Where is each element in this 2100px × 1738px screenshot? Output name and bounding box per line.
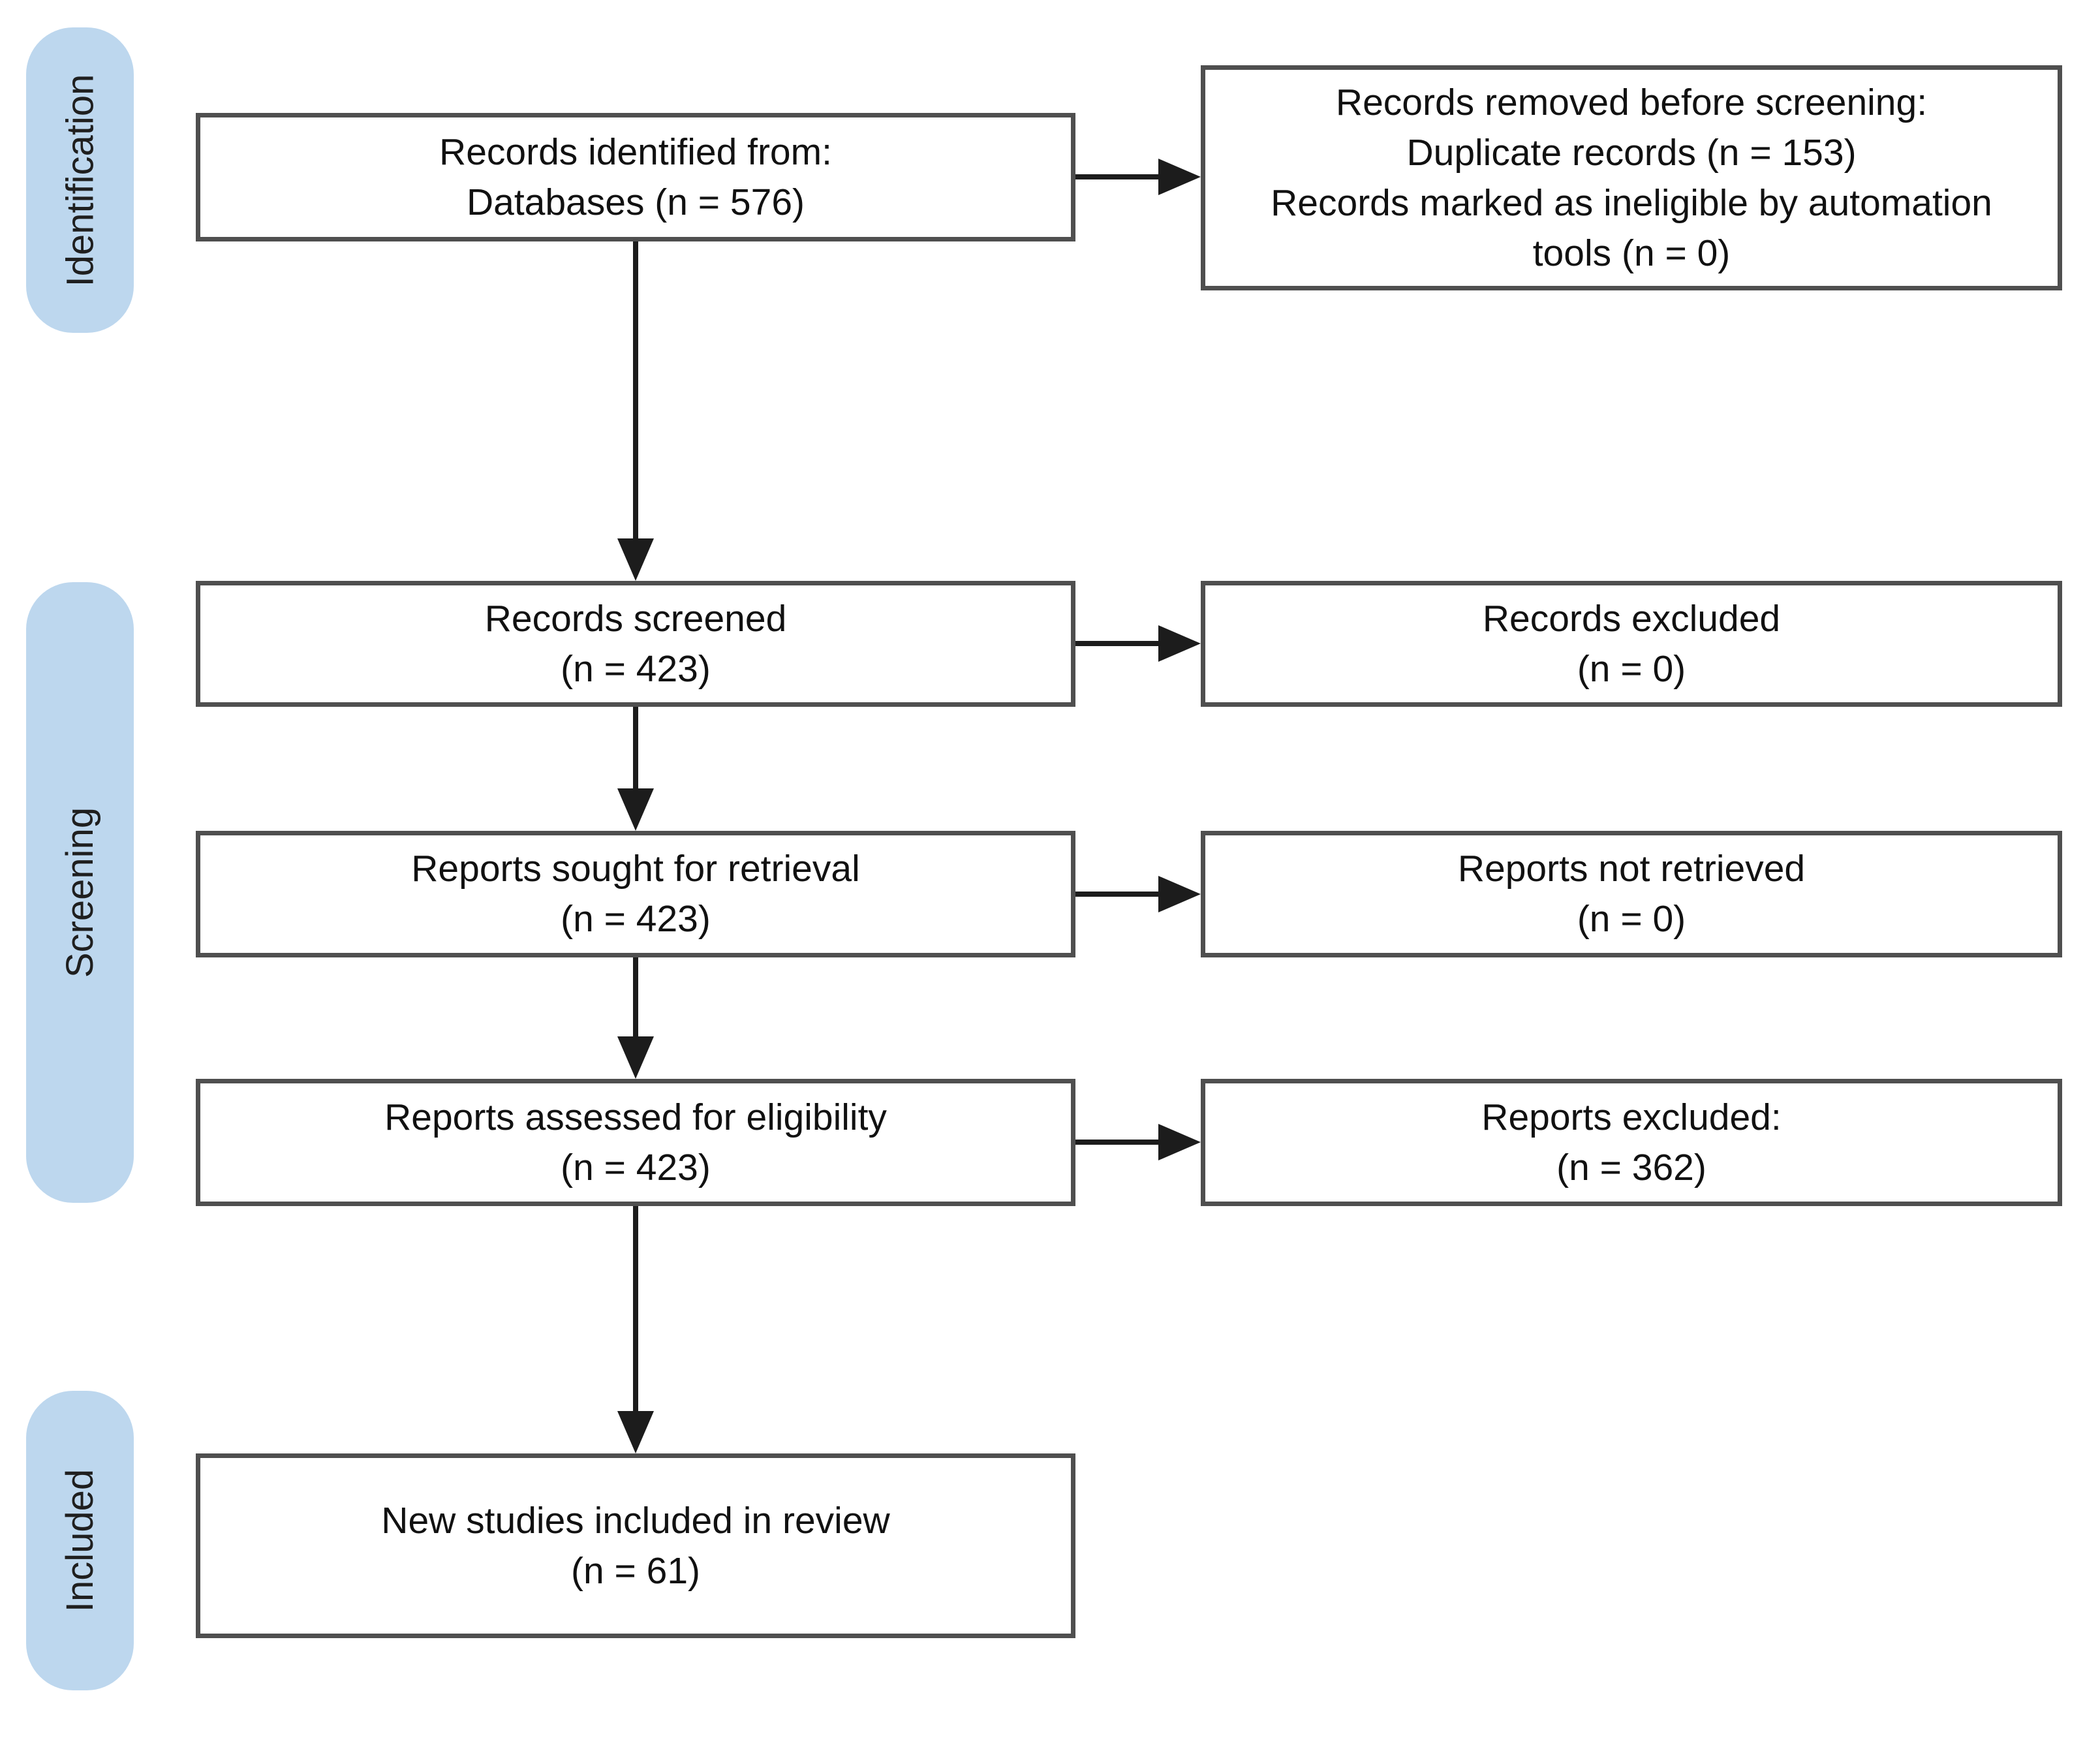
box-text-line: (n = 423) xyxy=(561,898,711,940)
box-text-line: Records removed before screening: xyxy=(1335,81,1928,123)
stage-pill-included: Included xyxy=(26,1391,134,1690)
arrow-head xyxy=(617,538,654,581)
stage-label-identification: Identification xyxy=(59,74,101,287)
box-text-line: New studies included in review xyxy=(381,1499,890,1542)
stage-label-included: Included xyxy=(59,1468,102,1613)
box-text-line: Reports excluded: xyxy=(1481,1096,1782,1138)
box-text-line: (n = 423) xyxy=(561,647,711,690)
box-records-removed: Records removed before screening: Duplic… xyxy=(1201,65,2062,290)
box-text-line: (n = 0) xyxy=(1577,647,1686,690)
stage-pill-identification: Identification xyxy=(26,27,134,333)
box-new-studies-included: New studies included in review (n = 61) xyxy=(196,1453,1075,1638)
arrow-head xyxy=(1158,625,1201,662)
arrow-shaft xyxy=(1075,892,1158,897)
arrow-shaft xyxy=(1075,1140,1158,1145)
stage-label-screening: Screening xyxy=(59,807,102,978)
box-text-line: Reports not retrieved xyxy=(1457,848,1806,890)
box-text-line: Reports assessed for eligibility xyxy=(384,1096,887,1138)
arrow-head xyxy=(617,788,654,831)
box-text-line: (n = 423) xyxy=(561,1146,711,1188)
arrow-head xyxy=(617,1036,654,1079)
box-text-line: (n = 362) xyxy=(1556,1146,1706,1188)
box-text-line: (n = 0) xyxy=(1577,898,1686,940)
arrow-shaft xyxy=(633,241,638,538)
arrow-head xyxy=(617,1411,654,1453)
box-text-line: tools (n = 0) xyxy=(1532,232,1731,274)
stage-pill-screening: Screening xyxy=(26,582,134,1203)
box-reports-excluded: Reports excluded: (n = 362) xyxy=(1201,1079,2062,1206)
box-text-line: Records marked as ineligible by automati… xyxy=(1271,181,1992,224)
arrow-shaft xyxy=(633,957,638,1036)
arrow-shaft xyxy=(1075,641,1158,646)
box-text-line: Records excluded xyxy=(1482,597,1781,640)
box-records-screened: Records screened (n = 423) xyxy=(196,581,1075,707)
box-text-line: (n = 61) xyxy=(570,1549,701,1592)
box-reports-assessed: Reports assessed for eligibility (n = 42… xyxy=(196,1079,1075,1206)
box-text-line: Databases (n = 576) xyxy=(466,181,805,223)
arrow-shaft xyxy=(633,707,638,788)
arrow-head xyxy=(1158,1124,1201,1160)
box-text-line: Reports sought for retrieval xyxy=(411,848,860,890)
arrow-shaft xyxy=(633,1206,638,1411)
box-records-excluded: Records excluded (n = 0) xyxy=(1201,581,2062,707)
box-reports-not-retrieved: Reports not retrieved (n = 0) xyxy=(1201,831,2062,957)
box-records-identified: Records identified from: Databases (n = … xyxy=(196,113,1075,241)
arrow-shaft xyxy=(1075,174,1158,179)
arrow-head xyxy=(1158,876,1201,912)
box-text-line: Records screened xyxy=(484,597,787,640)
box-reports-sought: Reports sought for retrieval (n = 423) xyxy=(196,831,1075,957)
box-text-line: Records identified from: xyxy=(439,131,832,173)
arrow-head xyxy=(1158,159,1201,195)
box-text-line: Duplicate records (n = 153) xyxy=(1406,131,1857,174)
